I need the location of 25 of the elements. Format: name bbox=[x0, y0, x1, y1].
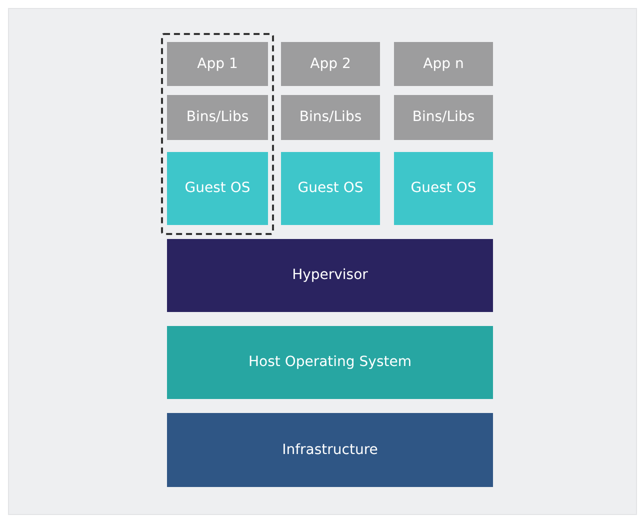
block-label: Guest OS bbox=[410, 180, 476, 197]
infrastructure-layer bbox=[167, 413, 493, 487]
block-label: Infrastructure bbox=[282, 442, 378, 458]
block-label: Hypervisor bbox=[292, 267, 368, 284]
hypervisor-layer bbox=[167, 239, 493, 312]
stack-block bbox=[281, 95, 380, 140]
stack-block bbox=[394, 152, 493, 225]
block-label: Guest OS bbox=[184, 180, 250, 197]
block-label: App n bbox=[423, 56, 464, 72]
stack-block bbox=[167, 95, 268, 140]
block-label: App 1 bbox=[197, 56, 238, 72]
block-label: Guest OS bbox=[298, 180, 364, 197]
dashed-group-outline bbox=[161, 33, 274, 235]
block-label: Bins/Libs bbox=[412, 109, 475, 126]
block-label: Host Operating System bbox=[248, 354, 412, 371]
stack-block bbox=[167, 152, 268, 225]
host-os-layer bbox=[167, 326, 493, 399]
stack-block bbox=[281, 42, 380, 86]
block-label: Bins/Libs bbox=[299, 109, 362, 126]
block-label: Bins/Libs bbox=[186, 109, 249, 126]
block-label: App 2 bbox=[310, 56, 351, 72]
stack-block bbox=[394, 95, 493, 140]
stack-block bbox=[394, 42, 493, 86]
stack-block bbox=[281, 152, 380, 225]
stack-block bbox=[167, 42, 268, 86]
